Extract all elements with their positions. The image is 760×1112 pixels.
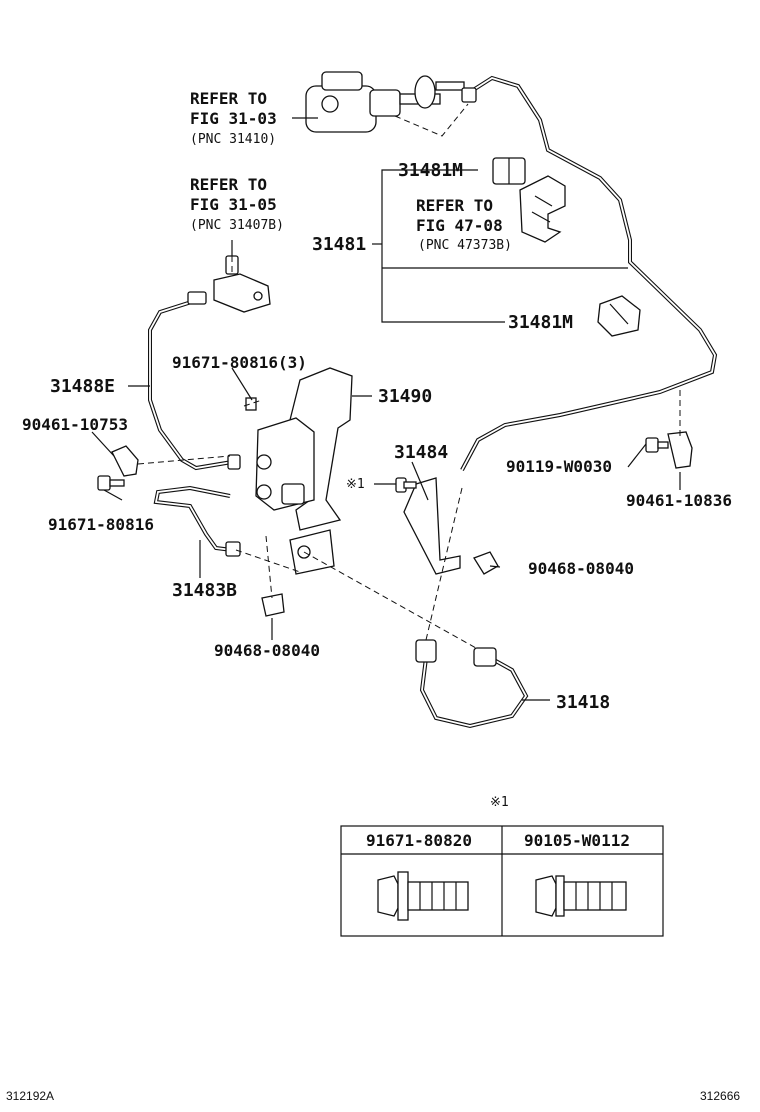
part-label-91671-80816: 91671-80816 <box>48 515 154 534</box>
pipe-clamp-31481M-bottom <box>597 295 641 337</box>
part-label-90468-08040-right: 90468-08040 <box>528 559 634 578</box>
note-mark-1: ※1 <box>346 477 365 492</box>
clutch-pipe-31483B <box>153 485 241 557</box>
bolt-table: ※1 91671-80820 90105-W0112 <box>340 795 664 937</box>
svg-text:FIG 31-05: FIG 31-05 <box>190 195 277 214</box>
part-label-31483B: 31483B <box>172 580 237 601</box>
reference-fig-31-05: REFER TO FIG 31-05 (PNC 31407B) <box>190 175 284 233</box>
bracket-31484 <box>395 477 461 575</box>
table-note-mark: ※1 <box>490 795 509 810</box>
footer-right-code: 312666 <box>700 1089 740 1103</box>
svg-text:REFER TO: REFER TO <box>190 89 267 108</box>
clutch-pipe-31488E <box>148 291 241 471</box>
bolt-90461-10753 <box>111 445 139 477</box>
part-label-90461-10753: 90461-10753 <box>22 415 128 434</box>
svg-text:(PNC 47373B): (PNC 47373B) <box>418 238 512 253</box>
table-col-1-header: 91671-80820 <box>366 831 472 850</box>
pipe-clamp-31481M-top <box>492 157 526 185</box>
table-col-2-header: 90105-W0112 <box>524 831 630 850</box>
reference-fig-47-08: REFER TO FIG 47-08 (PNC 47373B) <box>416 196 512 253</box>
assembly-dashed-lines <box>137 103 681 649</box>
part-label-31481M-bottom: 31481M <box>508 312 573 333</box>
clamp-90461-10836 <box>667 431 693 469</box>
svg-text:REFER TO: REFER TO <box>416 196 493 215</box>
callout-31481-bracket <box>372 169 628 323</box>
part-label-91671-80816-3: 91671-80816(3) <box>172 353 307 372</box>
part-label-31418: 31418 <box>556 692 610 713</box>
flexible-hose-31418 <box>415 639 529 729</box>
part-label-31481M-top: 31481M <box>398 160 463 181</box>
clutch-master-cylinder <box>305 71 477 133</box>
part-label-90119-W0030: 90119-W0030 <box>506 457 612 476</box>
clutch-line-pipe <box>460 75 718 471</box>
release-cylinder-fitting <box>213 255 271 313</box>
part-label-90468-08040-bottom: 90468-08040 <box>214 641 320 660</box>
leader-lines <box>91 117 681 701</box>
clip-90119-W0030 <box>645 437 669 453</box>
svg-text:FIG 47-08: FIG 47-08 <box>416 216 503 235</box>
part-label-90461-10836: 90461-10836 <box>626 491 732 510</box>
svg-text:REFER TO: REFER TO <box>190 175 267 194</box>
part-label-31488E: 31488E <box>50 376 115 397</box>
part-label-31484: 31484 <box>394 442 448 463</box>
svg-text:(PNC 31410): (PNC 31410) <box>190 132 276 147</box>
clip-90468-08040-right <box>473 551 499 575</box>
svg-text:(PNC 31407B): (PNC 31407B) <box>190 218 284 233</box>
flange-bolt-icon <box>535 875 627 917</box>
clip-90468-08040-bottom <box>261 593 285 617</box>
bolt-91671-80816 <box>97 475 125 491</box>
svg-text:FIG 31-03: FIG 31-03 <box>190 109 277 128</box>
part-label-31481: 31481 <box>312 234 366 255</box>
flange-bolt-washer-icon <box>377 871 469 921</box>
pipe-clamp-47373B <box>519 175 566 243</box>
part-label-31490: 31490 <box>378 386 432 407</box>
footer-left-code: 312192A <box>6 1089 54 1103</box>
clutch-accumulator-bracket-31490 <box>245 367 353 575</box>
reference-fig-31-03: REFER TO FIG 31-03 (PNC 31410) <box>190 89 277 147</box>
